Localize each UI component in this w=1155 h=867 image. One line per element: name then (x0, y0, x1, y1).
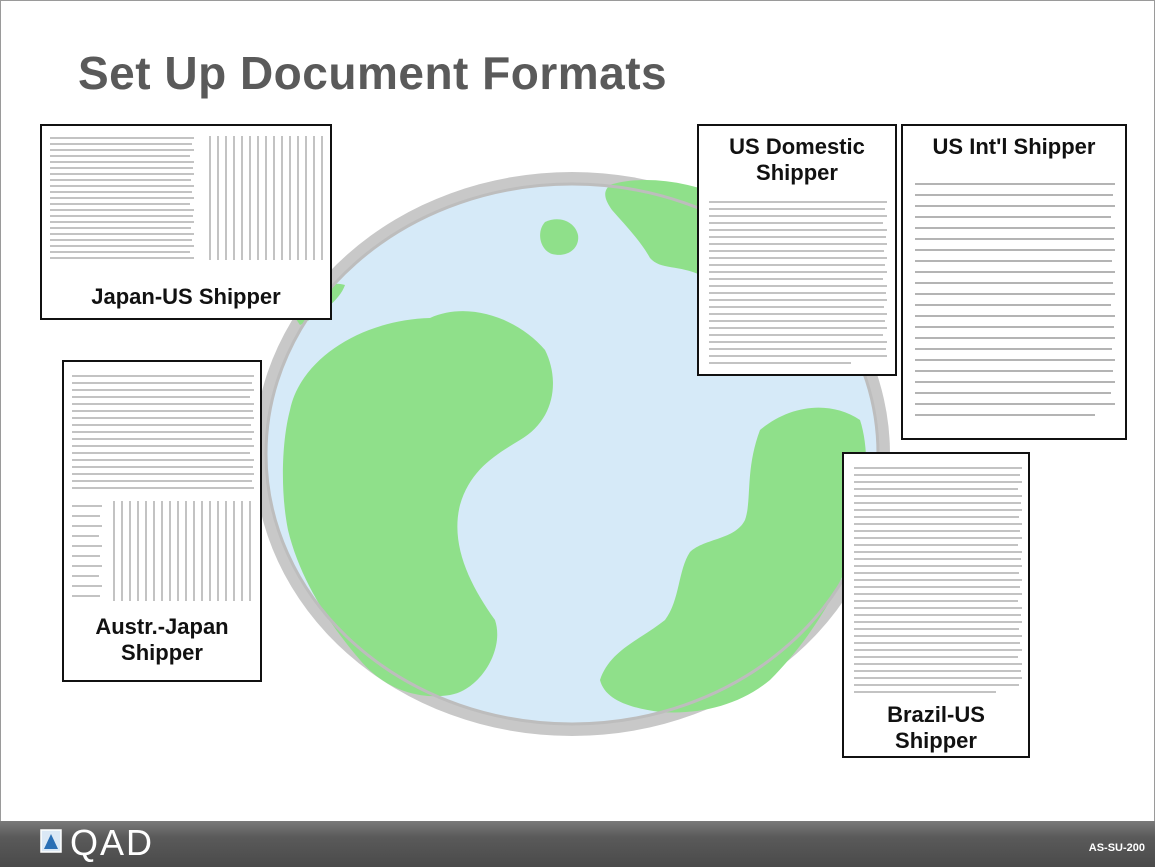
document-label: Japan-US Shipper (91, 284, 281, 309)
qad-logo-icon (40, 829, 62, 853)
document-us-intl: US Int'l Shipper (901, 124, 1127, 440)
document-text-lines (915, 183, 1115, 416)
document-text-lines (709, 201, 887, 364)
document-japan-us: Japan-US Shipper (40, 124, 332, 320)
document-label: US Int'l Shipper (932, 134, 1096, 159)
document-text-lines (50, 136, 323, 260)
document-label: Austr.-Japan Shipper (95, 614, 229, 665)
document-text-lines (854, 467, 1022, 693)
slide-title: Set Up Document Formats (78, 47, 668, 99)
footer-bar (0, 821, 1155, 867)
document-brazil-us: Brazil-US Shipper (842, 452, 1030, 758)
document-text-lines (72, 375, 254, 601)
document-us-domestic: US Domestic Shipper (697, 124, 897, 376)
document-austr-japan: Austr.-Japan Shipper (62, 360, 262, 682)
qad-logo-text: QAD (70, 822, 155, 863)
course-code: AS-SU-200 (1088, 842, 1145, 854)
document-label: US Domestic Shipper (729, 134, 865, 185)
document-label: Brazil-US Shipper (887, 702, 985, 753)
